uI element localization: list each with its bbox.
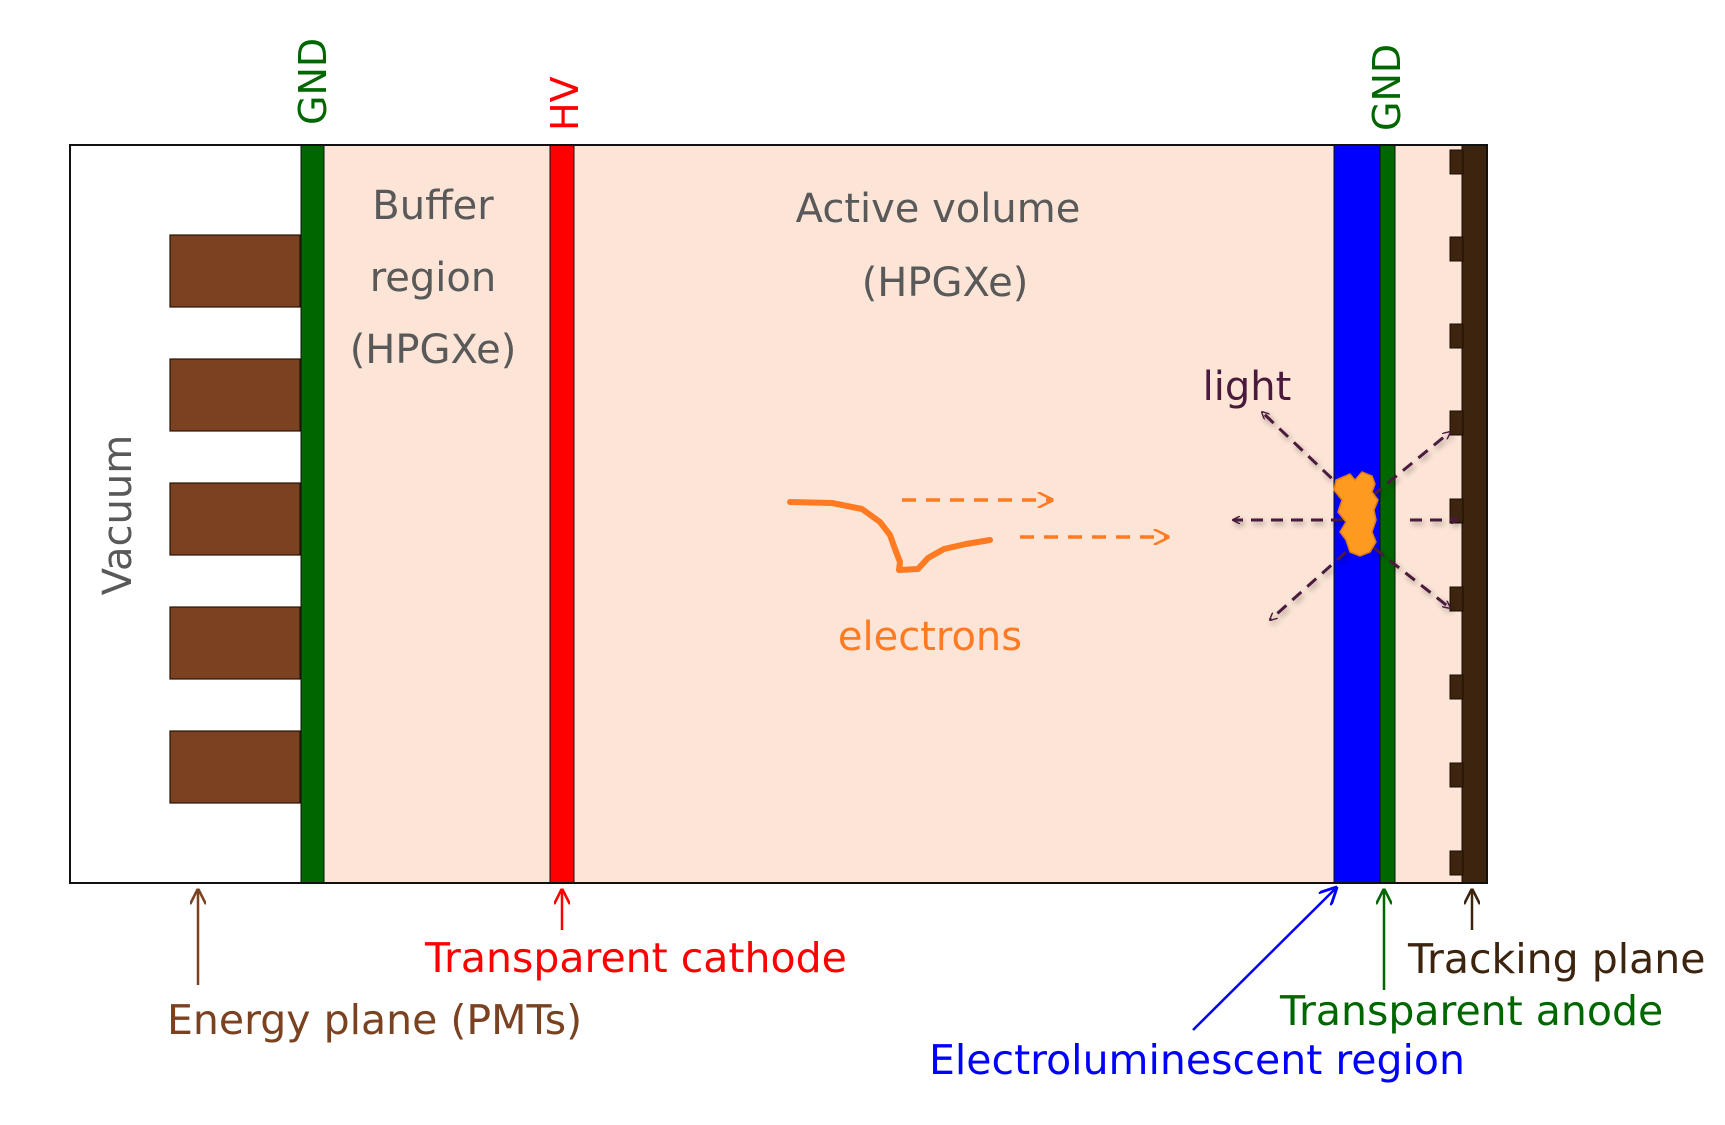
sipm-sensor [1449,149,1464,175]
active-volume-label-line2: (HPGXe) [862,260,1029,306]
ground-mesh-left [300,144,325,884]
anode-label: Transparent anode [1279,987,1663,1035]
sipm-sensor [1449,410,1464,436]
gnd-right-label: GND [1365,44,1409,131]
pmt [169,730,301,804]
buffer-label-line2: region [370,255,497,301]
gas-region [322,145,1487,883]
pmt [169,606,301,680]
detector-outline [69,144,1488,884]
sipm-sensor [1449,236,1464,262]
tracking-plane-label: Tracking plane [1407,935,1705,983]
tracking-board [1461,144,1488,884]
el-region-arrow [1192,888,1336,1031]
buffer-label-line3: (HPGXe) [350,327,517,373]
energy-plane-pmts [169,234,301,804]
cathode-label: Transparent cathode [424,934,847,982]
light-arrow [1373,546,1450,608]
light-arrow [1270,550,1348,620]
vacuum-label: Vacuum [95,435,141,595]
electron-track [787,499,993,573]
sipm-sensor [1449,850,1464,876]
sipm-sensor [1449,323,1464,349]
sipm-sensor [1449,762,1464,788]
sipm-sensor [1449,674,1464,700]
pmt [169,482,301,556]
tracking-plane [1449,144,1488,884]
hv-label: HV [543,76,587,131]
sipm-sensor [1449,586,1464,612]
gnd-left-label: GND [291,38,335,125]
electron-cloud [1333,471,1379,557]
el-region-label: Electroluminescent region [929,1036,1465,1084]
light-emission-arrows [1233,412,1458,620]
pmt [169,358,301,432]
light-label: light [1203,364,1292,410]
energy-plane-label: Energy plane (PMTs) [167,996,582,1044]
active-volume-label-line1: Active volume [796,186,1081,232]
electrons-label: electrons [838,614,1022,660]
buffer-label-line1: Buffer [372,183,494,229]
light-arrow [1371,432,1450,498]
pmt [169,234,301,308]
cathode-mesh [549,144,575,884]
anode-mesh [1379,144,1396,884]
